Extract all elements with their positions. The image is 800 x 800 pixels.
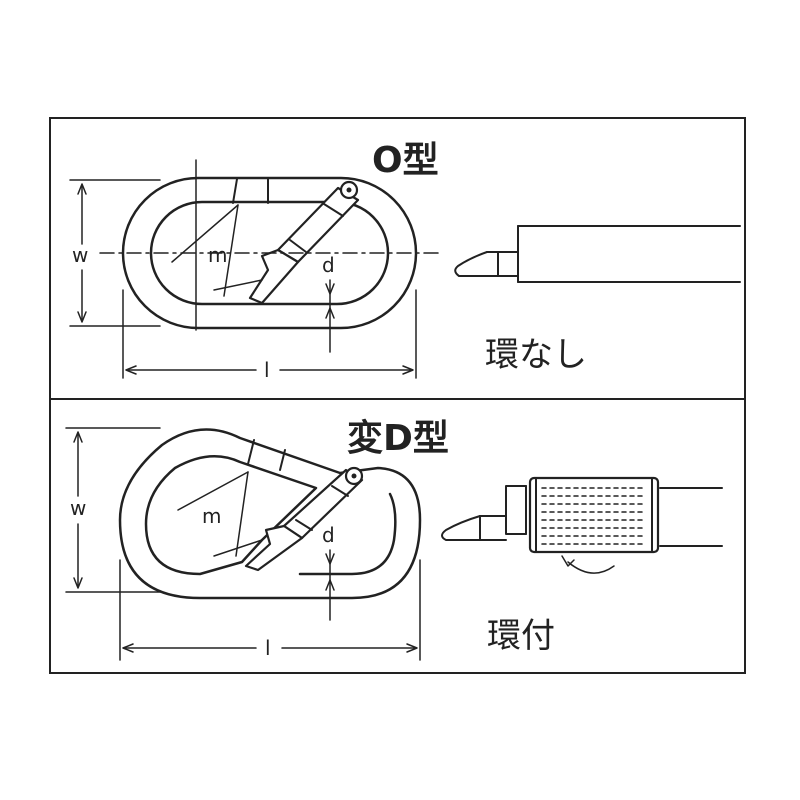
o-type-subtitle: 環なし [485,335,587,375]
d-type-subtitle: 環付 [487,616,555,656]
d-type-carabiner [120,429,420,598]
d-type-l-label: l [265,636,271,660]
d-type-w-label: w [70,496,87,520]
d-type-d-label: d [322,523,335,547]
o-type-d-label: d [322,253,335,277]
d-type-panel [49,398,746,674]
o-type-carabiner [123,178,416,328]
d-type-gate-detail [442,478,722,573]
o-type-dimension-lines [70,160,440,378]
o-type-l-label: l [264,358,270,382]
o-type-panel [49,117,746,399]
d-type-m-label: m [202,504,222,528]
o-type-gate-detail [455,226,740,282]
o-type-m-label: m [208,243,228,267]
d-type-dimension-lines [66,428,420,660]
o-type-title: O型 [372,140,439,181]
d-type-title: 変D型 [347,418,449,459]
o-type-w-label: w [72,243,89,267]
